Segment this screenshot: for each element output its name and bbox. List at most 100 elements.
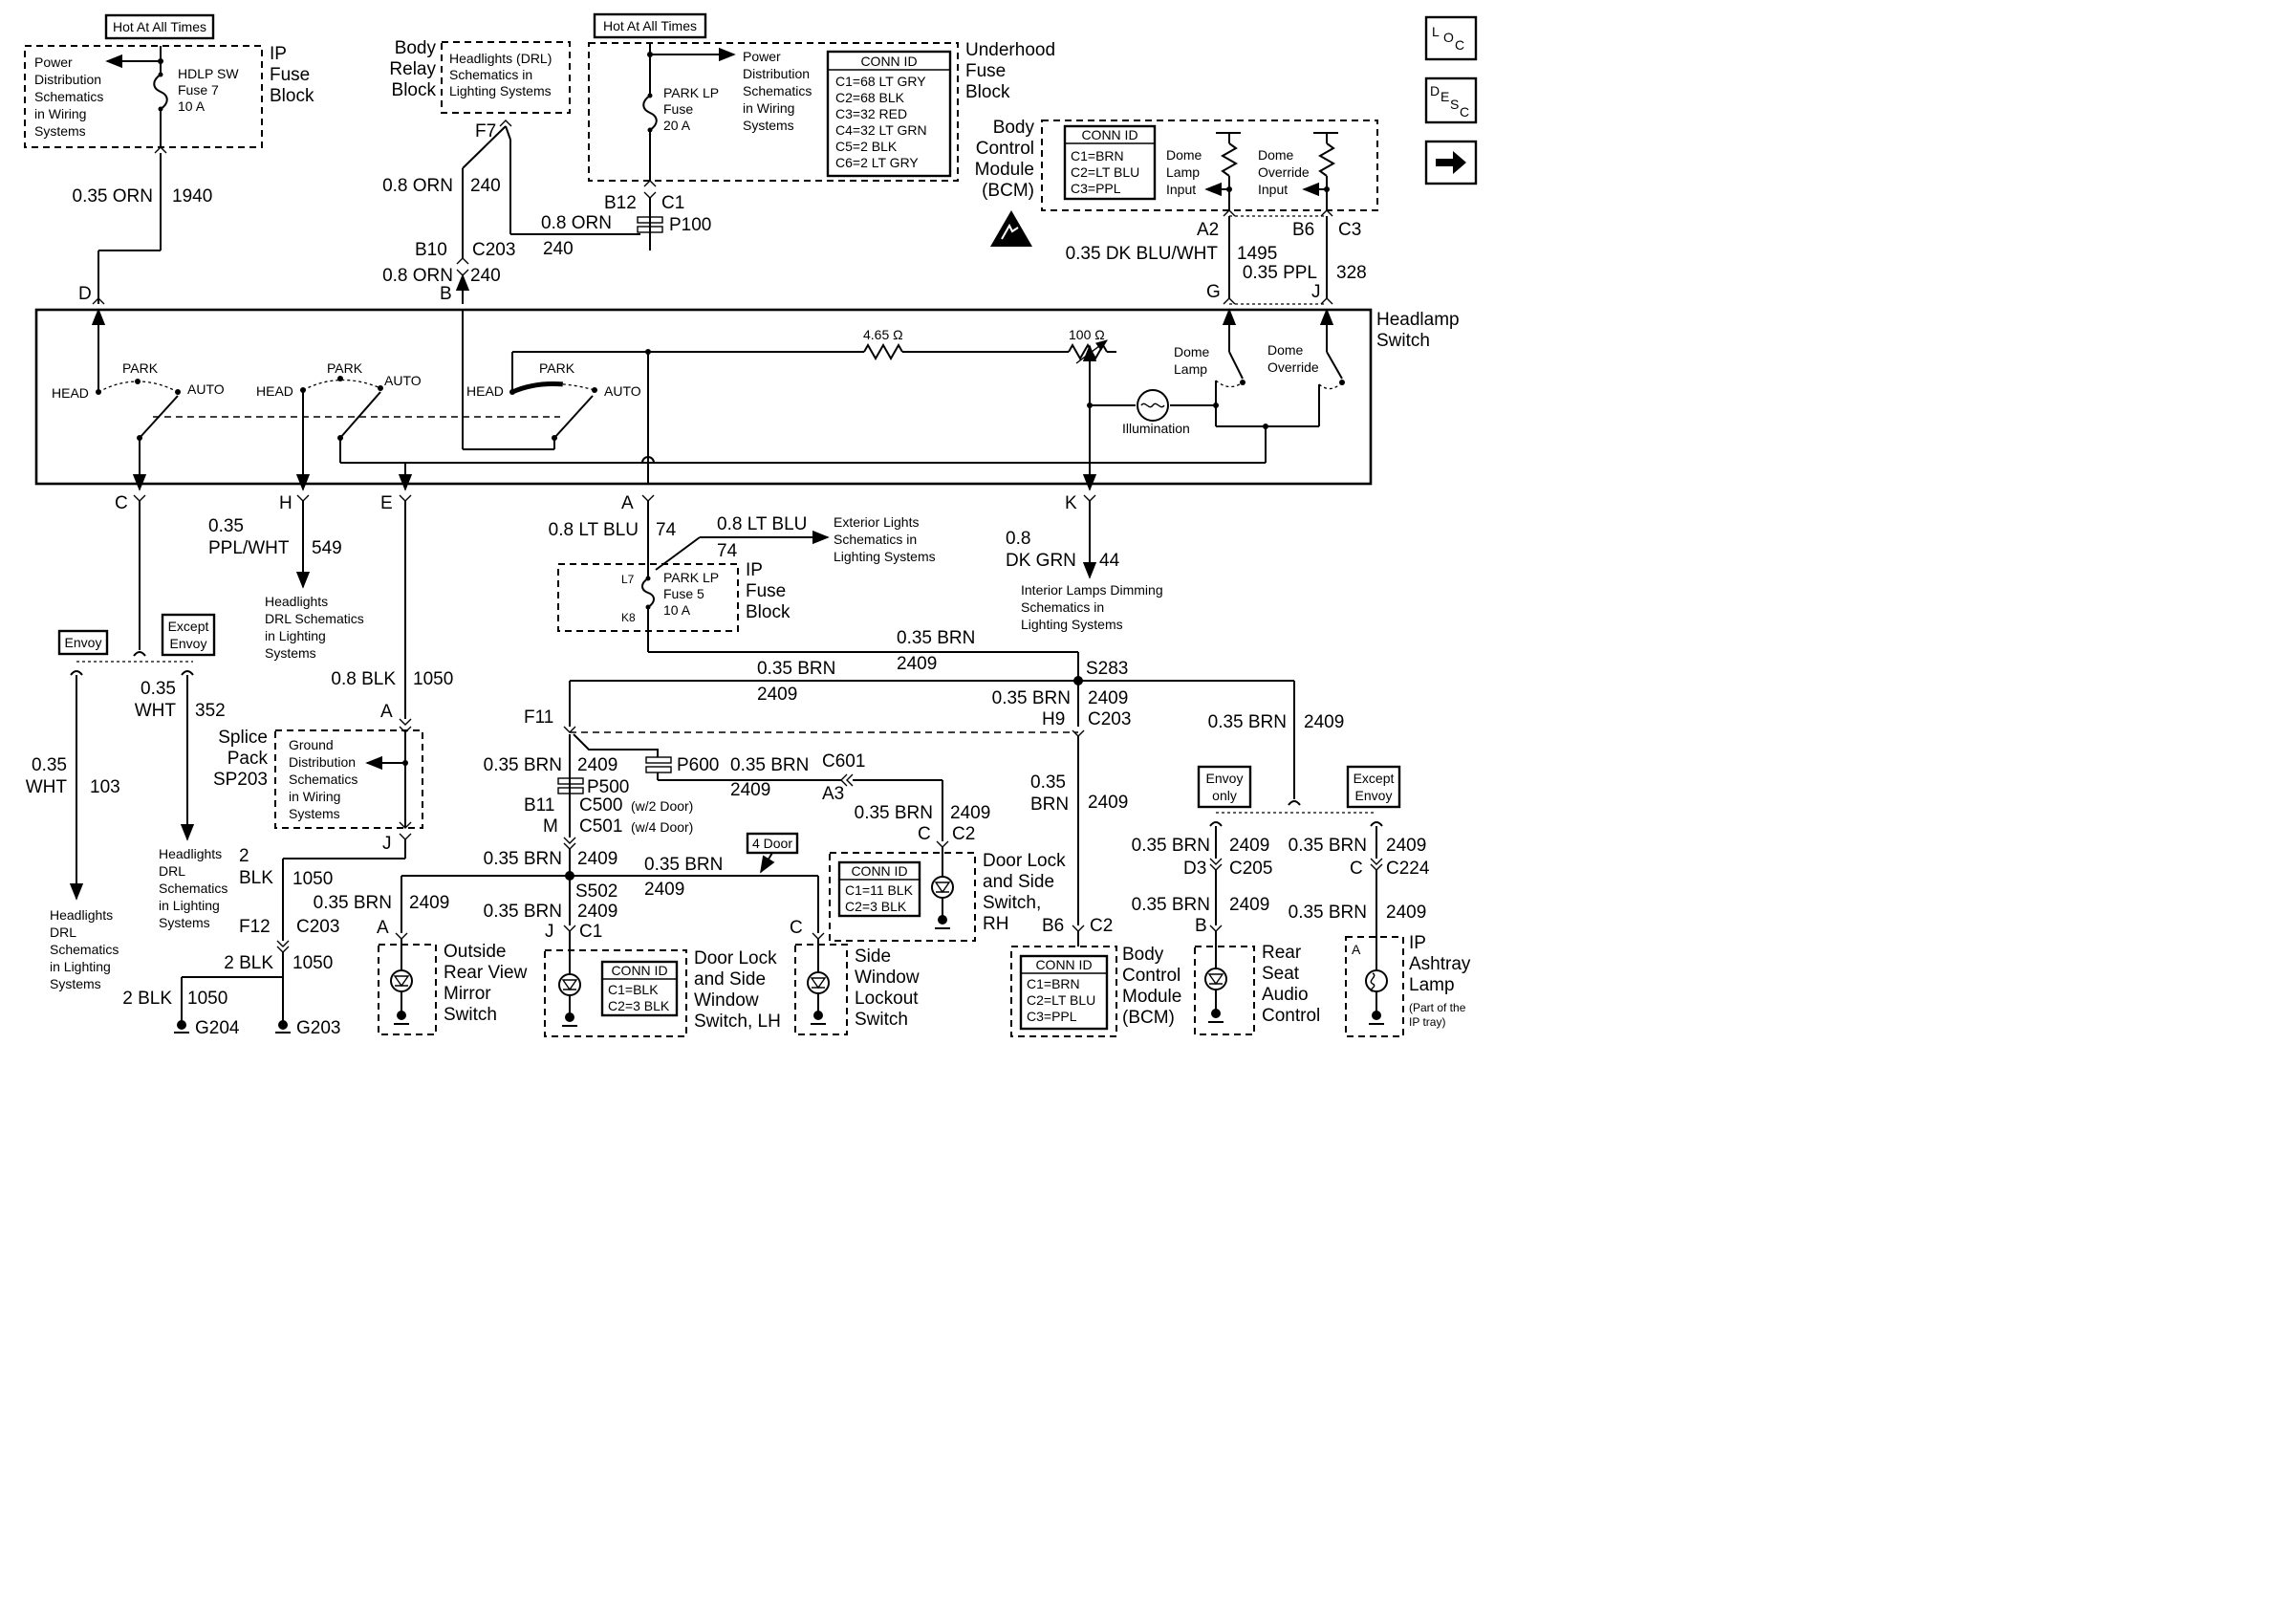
svg-text:0.35 BRN: 0.35 BRN [484,902,562,922]
svg-text:C: C [1460,104,1469,120]
svg-text:2409: 2409 [577,902,617,922]
ground-icon [813,1011,823,1020]
svg-text:0.35 BRN: 0.35 BRN [484,755,562,775]
wires-1495-328: A2 B6 C3 0.35 DK BLU/WHT 1495 0.35 PPL 3… [1066,209,1367,305]
svg-text:B6: B6 [1042,916,1064,936]
svg-text:328: 328 [1336,263,1367,283]
svg-text:240: 240 [470,176,501,196]
svg-text:0.8 LT BLU: 0.8 LT BLU [717,514,807,534]
svg-text:S283: S283 [1086,659,1128,679]
svg-text:D: D [78,284,92,304]
svg-text:2409: 2409 [1229,836,1269,856]
svg-text:C: C [918,824,931,844]
esd-warning-icon [990,210,1032,247]
svg-text:0.35 BRN: 0.35 BRN [897,628,975,648]
svg-text:C1=BRN: C1=BRN [1071,148,1124,163]
svg-text:C2=LT BLU: C2=LT BLU [1027,992,1095,1008]
svg-text:C203: C203 [472,240,515,260]
svg-text:B12: B12 [604,193,637,213]
wire-74: 0.8 LT BLU 74 0.8 LT BLU 74 Exterior Lig… [549,501,936,571]
svg-text:C2=3 BLK: C2=3 BLK [845,899,907,914]
svg-text:C500: C500 [579,795,622,816]
svg-text:2409: 2409 [1304,712,1344,732]
svg-text:74: 74 [656,520,677,540]
svg-text:0.8DK GRN: 0.8DK GRN [1006,529,1076,571]
svg-text:2409: 2409 [409,893,449,913]
resistor-icon [863,342,903,361]
svg-text:C3=PPL: C3=PPL [1027,1009,1077,1024]
svg-text:1495: 1495 [1237,244,1277,264]
wire-240: 0.8 ORN 240 B10 C203 0.8 ORN 240 B 0.8 O… [382,125,640,304]
svg-text:J: J [545,922,554,942]
svg-text:B11: B11 [524,795,554,816]
resistor-icon [1220,142,1239,177]
switch-pins-bottom: C H E A K [115,473,1097,513]
svg-text:A2: A2 [1197,220,1219,240]
svg-text:C4=32 LT GRN: C4=32 LT GRN [835,122,927,138]
svg-text:D: D [1430,83,1440,98]
conn-id-box [837,860,921,918]
svg-text:100 Ω: 100 Ω [1069,327,1105,342]
wire-1940: 0.35 ORN 1940 D [73,146,212,305]
led-icon [807,971,830,994]
svg-text:0.35 BRN: 0.35 BRN [757,659,835,679]
svg-text:2409: 2409 [577,849,617,869]
svg-text:C6=2 LT GRY: C6=2 LT GRY [835,155,919,170]
svg-text:E: E [1440,89,1449,104]
svg-text:C1: C1 [661,193,684,213]
svg-text:1940: 1940 [172,186,212,207]
svg-text:C: C [1350,859,1363,879]
svg-text:G204: G204 [195,1018,240,1038]
svg-text:0.8 BLK: 0.8 BLK [331,669,396,689]
svg-text:C3: C3 [1338,220,1361,240]
led-icon [558,973,581,996]
svg-text:2 BLK: 2 BLK [224,953,273,973]
svg-text:2409: 2409 [1088,793,1128,813]
illumination-bulb-icon [1137,389,1169,422]
svg-text:C2=LT BLU: C2=LT BLU [1071,164,1139,180]
next-arrow-icon[interactable] [1424,140,1478,185]
hot-at-all-times-tag [104,13,215,40]
svg-text:C5=2 BLK: C5=2 BLK [835,139,898,154]
svg-text:C1: C1 [579,922,602,942]
svg-text:C2: C2 [1090,916,1113,936]
ground-icon [177,1020,186,1030]
svg-text:A3: A3 [822,784,844,804]
svg-text:F12: F12 [239,917,271,937]
fuse-icon [641,577,655,608]
svg-text:Envoy: Envoy [65,635,102,650]
svg-text:CONN ID: CONN ID [851,863,907,879]
svg-text:1050: 1050 [187,989,227,1009]
svg-text:0.35 BRN: 0.35 BRN [992,688,1071,708]
svg-text:0.35 BRN: 0.35 BRN [1132,895,1210,915]
svg-text:240: 240 [470,266,501,286]
svg-text:PARK: PARK [539,360,575,376]
svg-text:0.8 ORN: 0.8 ORN [541,213,612,233]
svg-text:2409: 2409 [1088,688,1128,708]
svg-text:C3=PPL: C3=PPL [1071,181,1121,196]
svg-text:B6: B6 [1292,220,1314,240]
svg-text:0.35 BRN: 0.35 BRN [484,849,562,869]
fuse-icon [153,74,168,110]
svg-text:0.35 BRN: 0.35 BRN [1208,712,1287,732]
